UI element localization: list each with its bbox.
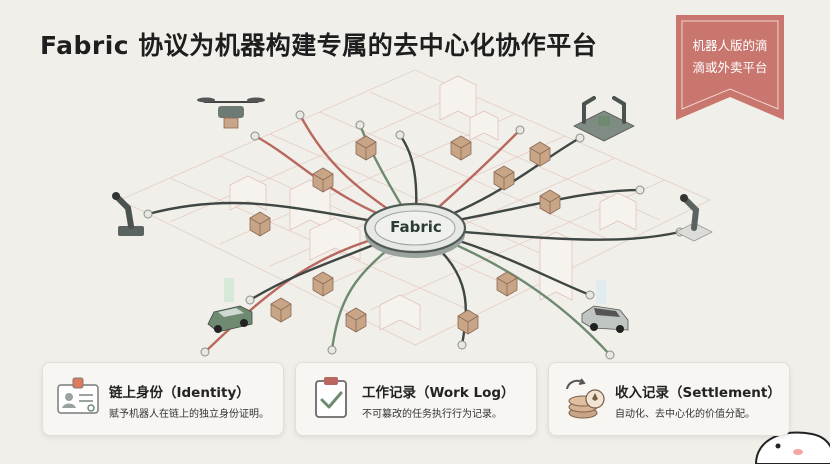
clipboard-check-icon [308, 375, 354, 421]
ribbon-text: 机器人版的滴 滴或外卖平台 [676, 35, 784, 79]
card-identity-title: 链上身份（Identity） [109, 381, 250, 401]
card-identity: 链上身份（Identity） 赋予机器人在链上的独立身份证明。 [42, 362, 284, 436]
factory-robot-icon [574, 98, 634, 141]
card-identity-desc: 赋予机器人在链上的独立身份证明。 [109, 405, 269, 420]
id-card-icon [55, 375, 101, 421]
robot-arm-icon [112, 192, 144, 236]
card-work-log-title: 工作记录（Work Log） [362, 381, 515, 401]
fabric-hub-label: Fabric [374, 218, 458, 236]
ribbon-badge: 机器人版的滴 滴或外卖平台 [676, 15, 784, 120]
drone-icon [197, 98, 265, 129]
autonomous-car-icon [582, 280, 628, 333]
card-settlement-desc: 自动化、去中心化的价值分配。 [615, 405, 755, 420]
card-work-log-desc: 不可篡改的任务执行行为记录。 [362, 405, 502, 420]
card-work-log: 工作记录（Work Log） 不可篡改的任务执行行为记录。 [295, 362, 537, 436]
page-title: Fabric 协议为机器构建专属的去中心化协作平台 [40, 26, 597, 62]
card-settlement: 收入记录（Settlement） 自动化、去中心化的价值分配。 [548, 362, 790, 436]
delivery-car-icon [208, 278, 252, 333]
buildings [230, 76, 636, 330]
card-settlement-title: 收入记录（Settlement） [615, 381, 781, 401]
coins-icon [561, 375, 607, 421]
robot-arm-right-icon [676, 194, 712, 241]
